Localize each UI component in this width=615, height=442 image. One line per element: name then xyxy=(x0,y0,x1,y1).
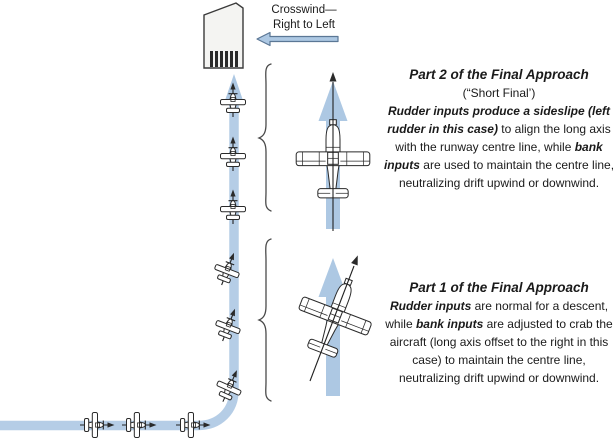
part1-body-seg4: are adjusted to crab the aircraft (long … xyxy=(389,317,613,385)
part2-body-seg4: are used to maintain the centre line, ne… xyxy=(398,158,615,190)
airplane-icon xyxy=(210,303,248,347)
airplane-icon xyxy=(209,247,247,291)
part2-heading: Part 2 of the Final Approach xyxy=(409,67,589,82)
part2-body-seg2: to align the long axis with the runway c… xyxy=(395,122,611,154)
part1-text-block: Part 1 of the Final Approach Rudder inpu… xyxy=(383,279,615,387)
brace-part2 xyxy=(257,63,272,212)
brace-part1 xyxy=(257,238,272,402)
part2-body-seg3: bank inputs xyxy=(383,140,603,172)
part2-text-block: Part 2 of the Final Approach (“Short Fin… xyxy=(383,66,615,192)
crosswind-label-line2: Right to Left xyxy=(272,19,335,31)
airplane-icon xyxy=(79,411,116,439)
airplane-icon xyxy=(219,188,247,225)
airplane-icon xyxy=(219,135,247,172)
part2-body: Rudder inputs produce a sideslipe (left … xyxy=(383,102,615,192)
part2-subheading: (“Short Final’) xyxy=(462,86,536,100)
crosswind-arrow-icon xyxy=(256,31,339,47)
airplane-icon xyxy=(219,81,247,118)
part1-heading: Part 1 of the Final Approach xyxy=(409,280,589,295)
runway-threshold-markings xyxy=(210,51,238,67)
heading-arrow-part2 xyxy=(329,72,337,231)
part2-body-seg1: Rudder inputs produce a sideslipe (left … xyxy=(387,104,611,136)
runway-icon xyxy=(203,2,244,69)
crosswind-label: Crosswind— Right to Left xyxy=(256,3,352,33)
part1-body-seg1: Rudder inputs xyxy=(389,299,472,313)
heading-arrow-part1 xyxy=(309,255,358,382)
part1-body-seg2: are normal for a descent, while xyxy=(385,299,609,331)
flight-path xyxy=(0,96,239,431)
airplane-icon xyxy=(175,411,212,439)
crosswind-label-line1: Crosswind— xyxy=(271,4,337,16)
part1-body-seg3: bank inputs xyxy=(415,317,484,331)
airplane-icon xyxy=(121,411,158,439)
part1-body: Rudder inputs are normal for a descent, … xyxy=(383,297,615,387)
